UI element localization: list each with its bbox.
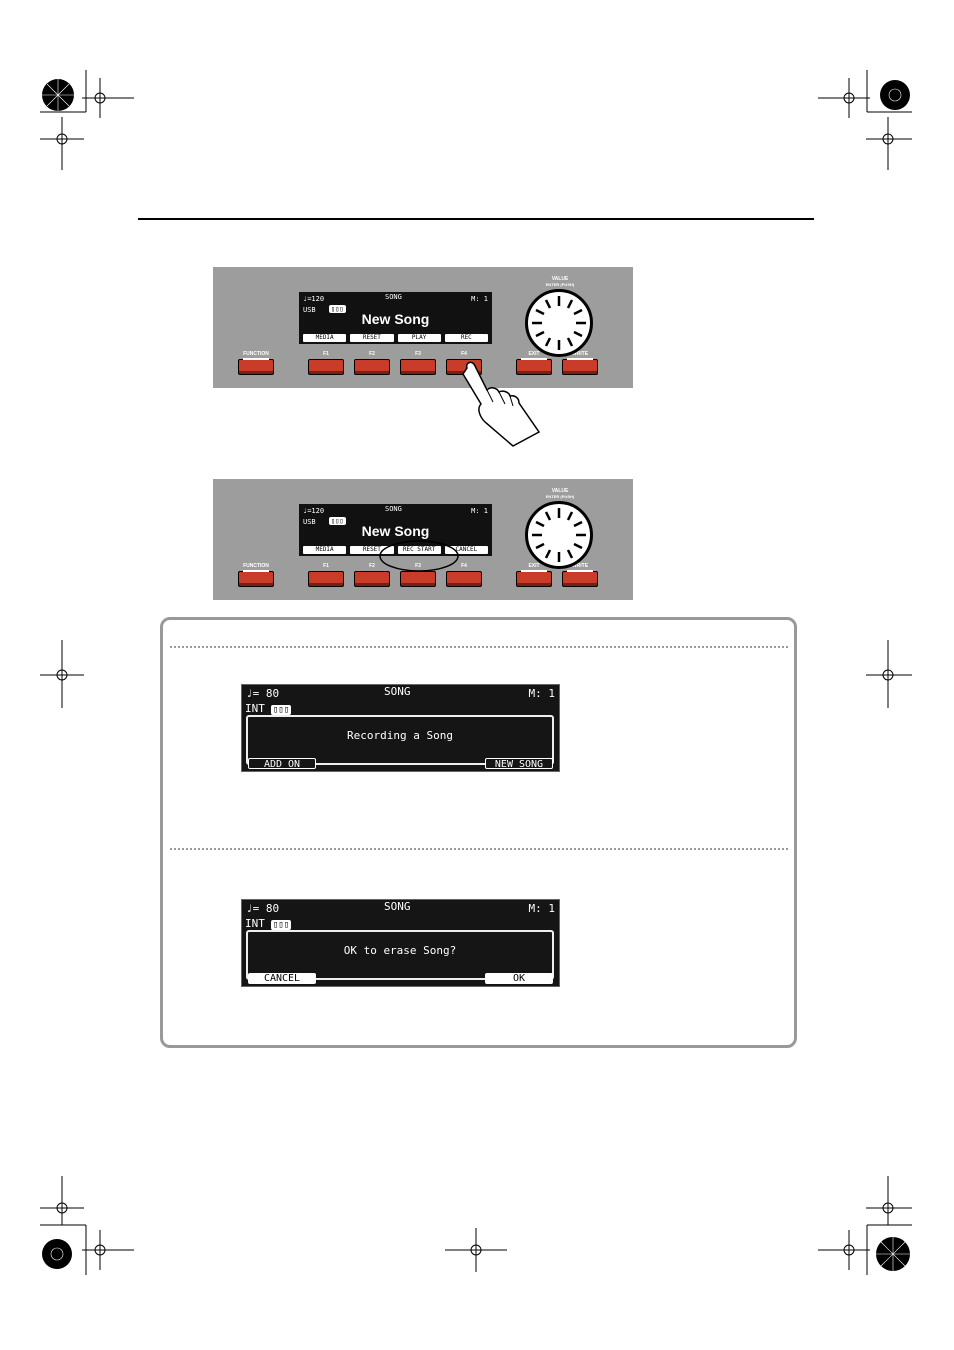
panel-lcd: ♩=120 SONG M: 1 USB ▯▯▯ New Song MEDIA R… — [299, 292, 492, 344]
dialog-frame: OK to erase Song? — [246, 930, 554, 980]
write-button[interactable] — [562, 570, 598, 587]
add-on-button[interactable]: ADD ON — [248, 758, 316, 770]
f3-button[interactable] — [400, 359, 436, 375]
new-song-button[interactable]: NEW SONG — [485, 758, 553, 770]
f3-label: F3 — [415, 351, 421, 357]
f4-label: F4 — [461, 563, 467, 569]
song-name: New Song — [361, 311, 430, 327]
function-label: FUNCTION — [243, 351, 269, 357]
f1-label: F1 — [323, 351, 329, 357]
front-panel-1: ♩=120 SONG M: 1 USB ▯▯▯ New Song MEDIA R… — [213, 267, 633, 388]
exit-label: EXIT — [528, 563, 540, 569]
note-box — [160, 617, 797, 1048]
value-dial[interactable] — [525, 289, 593, 357]
function-button[interactable] — [238, 570, 274, 587]
tab-reset: RESET — [350, 334, 394, 342]
header-rule — [138, 218, 814, 220]
measure-readout: M: 1 — [471, 507, 488, 515]
dialog-message: Recording a Song — [347, 729, 453, 742]
highlight-ellipse — [379, 540, 459, 572]
track-icon: ▯▯▯ — [270, 920, 292, 930]
pointing-hand-icon — [462, 361, 541, 447]
dotted-divider — [170, 646, 788, 648]
function-button[interactable] — [238, 358, 274, 375]
function-label: FUNCTION — [243, 563, 269, 569]
write-label: WRITE — [571, 563, 589, 569]
lcd-screen-recording: ♩= 80 SONG M: 1 INT▯▯▯ Recording a Song … — [241, 684, 560, 772]
write-button[interactable] — [562, 358, 598, 375]
source-label: USB — [303, 306, 316, 314]
tab-play: PLAY — [397, 334, 441, 342]
f1-button[interactable] — [308, 359, 344, 375]
track-icon: ▯▯▯ — [329, 305, 346, 313]
ok-button[interactable]: OK — [485, 973, 553, 984]
dotted-divider — [170, 848, 788, 850]
tempo-readout: ♩=120 — [303, 507, 325, 515]
tab-media: MEDIA — [303, 546, 347, 554]
measure-readout: M: 1 — [528, 902, 556, 915]
f2-button[interactable] — [354, 571, 390, 587]
f3-label: F3 — [415, 563, 421, 569]
cancel-button[interactable]: CANCEL — [248, 973, 316, 984]
dial-ticks-icon — [532, 508, 586, 562]
f4-label: F4 — [461, 351, 467, 357]
front-panel-2: ♩=120 SONG M: 1 USB ▯▯▯ New Song MEDIA R… — [213, 479, 633, 600]
measure-readout: M: 1 — [528, 687, 556, 700]
f1-label: F1 — [323, 563, 329, 569]
tab-media: MEDIA — [303, 334, 347, 342]
dial-ticks-icon — [532, 296, 586, 350]
tempo-readout: ♩= 80 — [246, 687, 280, 700]
lcd-title: SONG — [385, 293, 402, 301]
tab-rec-start: REC START — [397, 546, 441, 554]
tab-reset: RESET — [350, 546, 394, 554]
tempo-readout: ♩=120 — [303, 295, 325, 303]
f2-label: F2 — [369, 351, 375, 357]
source-label: INT▯▯▯ — [245, 917, 292, 930]
write-label: WRITE — [571, 351, 589, 357]
dialog-frame: Recording a Song — [246, 715, 554, 765]
lcd-screen-erase: ♩= 80 SONG M: 1 INT▯▯▯ OK to erase Song?… — [241, 899, 560, 987]
tab-rec: REC — [444, 334, 488, 342]
f2-button[interactable] — [354, 359, 390, 375]
exit-button[interactable] — [516, 358, 552, 375]
screen-title: SONG — [384, 685, 411, 698]
panel-lcd: ♩=120 SONG M: 1 USB ▯▯▯ New Song MEDIA R… — [299, 504, 492, 556]
dialog-message: OK to erase Song? — [343, 944, 457, 957]
exit-button[interactable] — [516, 570, 552, 587]
screen-title: SONG — [384, 900, 411, 913]
measure-readout: M: 1 — [471, 295, 488, 303]
f4-button[interactable] — [446, 571, 482, 587]
f2-label: F2 — [369, 563, 375, 569]
tab-cancel: CANCEL — [444, 546, 488, 554]
lcd-title: SONG — [385, 505, 402, 513]
source-label: USB — [303, 518, 316, 526]
exit-label: EXIT — [528, 351, 540, 357]
source-label: INT▯▯▯ — [245, 702, 292, 715]
track-icon: ▯▯▯ — [329, 517, 346, 525]
f1-button[interactable] — [308, 571, 344, 587]
value-dial[interactable] — [525, 501, 593, 569]
song-name: New Song — [361, 523, 430, 539]
tempo-readout: ♩= 80 — [246, 902, 280, 915]
track-icon: ▯▯▯ — [270, 705, 292, 715]
